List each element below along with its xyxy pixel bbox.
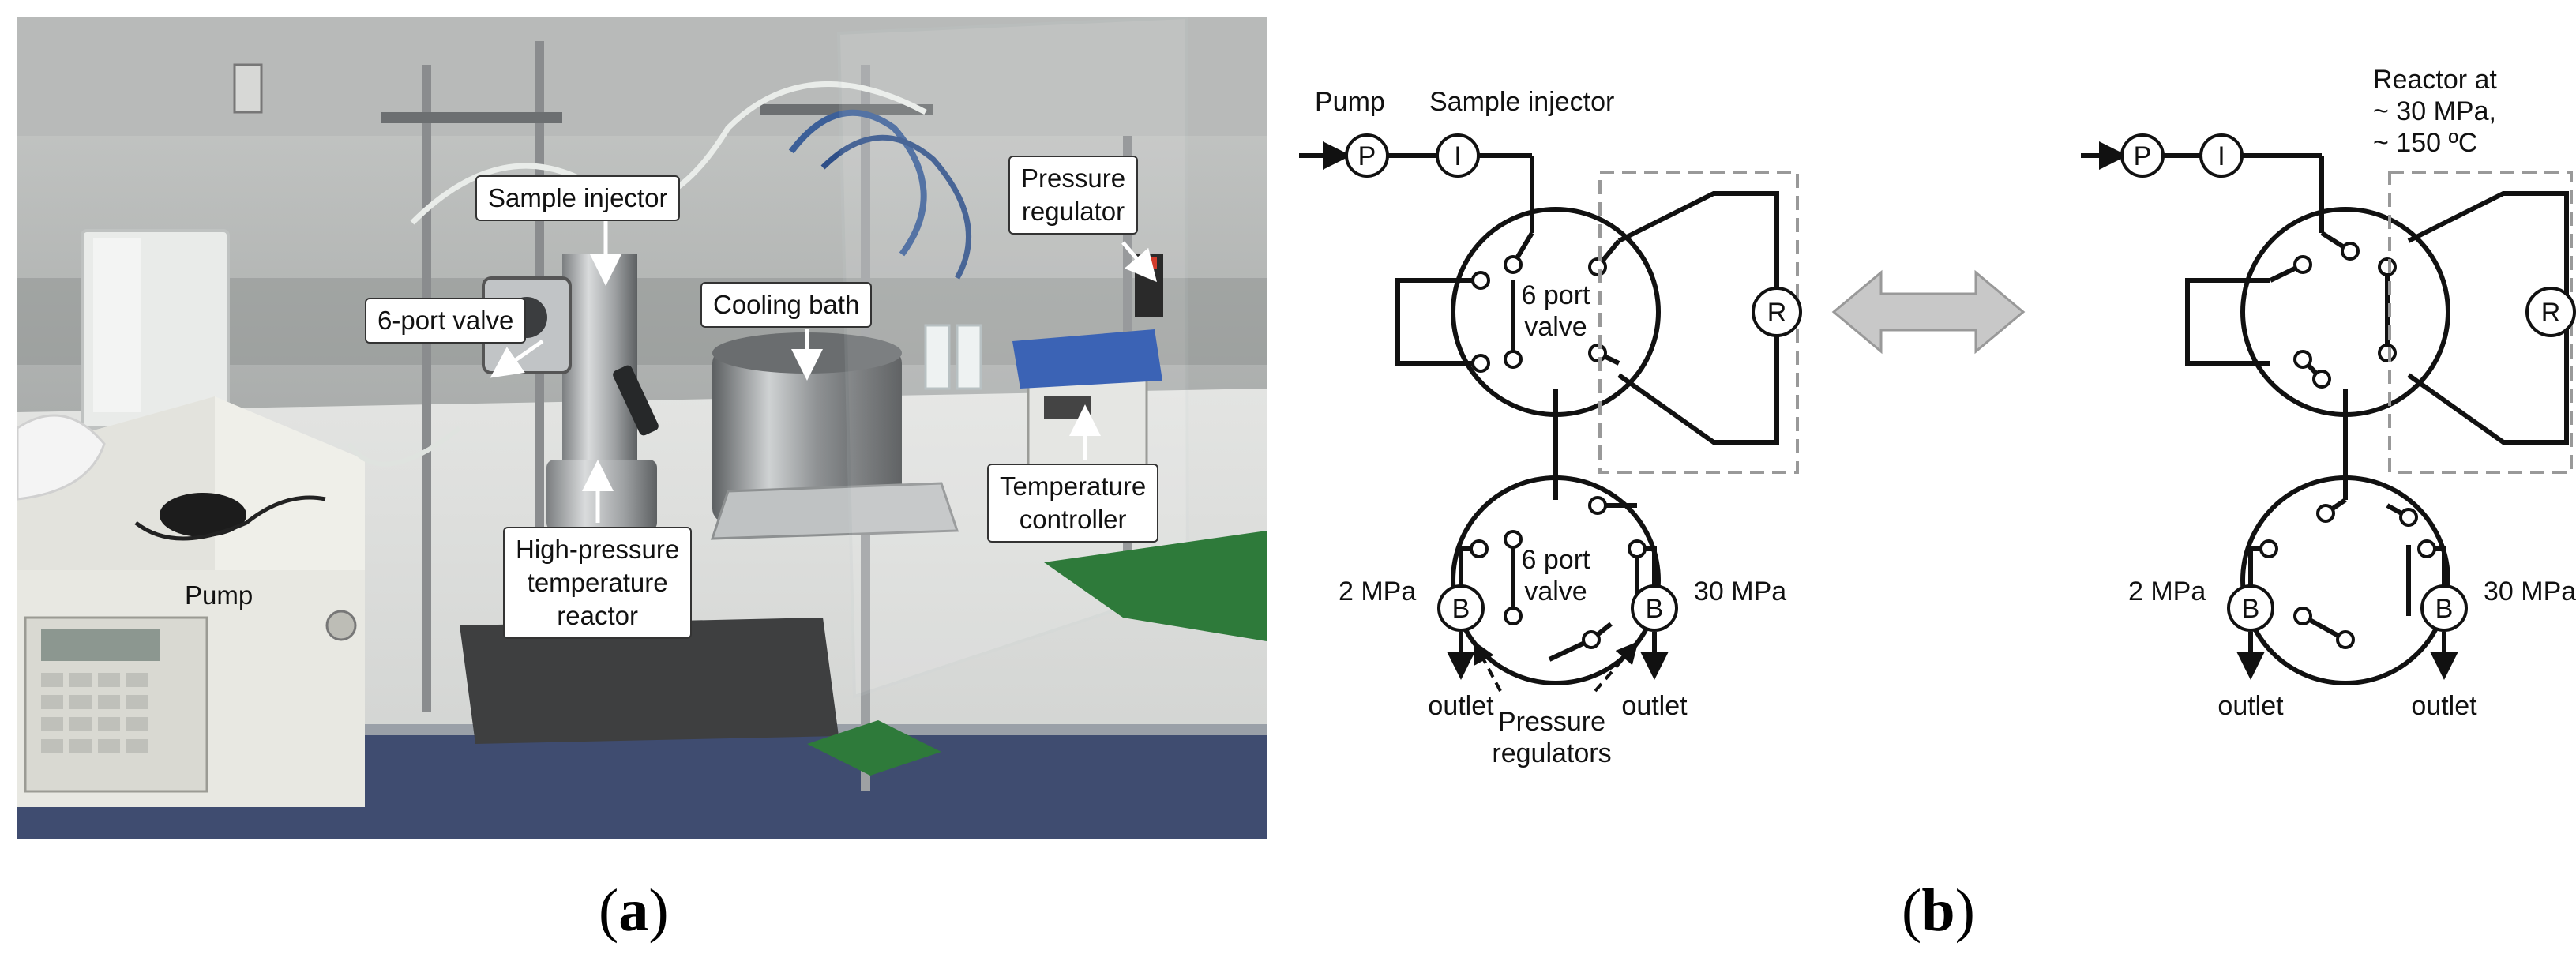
- regulator-high-left: [1631, 584, 1678, 632]
- reactor-symbol-left: [1752, 287, 1802, 337]
- regulator-pointer-low: [1474, 640, 1502, 692]
- callout-pressure-regulator: Pressure regulator: [1008, 156, 1139, 235]
- pump-letter-right: P: [2134, 141, 2152, 171]
- upper-valve-label-2: valve: [1524, 312, 1587, 342]
- outlet-low-right: outlet: [2217, 691, 2284, 721]
- upper-valve-label-1: 6 port: [1522, 280, 1590, 310]
- panel-a-label: (a): [599, 877, 669, 945]
- panel-a-close-paren: ): [648, 877, 669, 944]
- callout-cooling-bath: Cooling bath: [700, 282, 873, 328]
- panel-a-letter: a: [618, 877, 649, 944]
- lab-photo-drawing: [17, 17, 1267, 839]
- arrow-pressure-regulator: [1121, 241, 1158, 283]
- lower-valve-label-1: 6 port: [1522, 545, 1590, 575]
- outlet-low-left: outlet: [1428, 691, 1494, 721]
- injector-label-left: Sample injector: [1429, 87, 1614, 117]
- injector-letter-left: I: [1454, 141, 1461, 171]
- reactor-note-2: ~ 30 MPa,: [2373, 96, 2496, 126]
- switch-arrow: [1831, 269, 2026, 355]
- regulator-low-letter-left: B: [1452, 594, 1470, 624]
- callout-pump: Pump: [185, 580, 253, 610]
- reactor-letter-left: R: [1767, 298, 1787, 328]
- reactor-note-3: ~ 150 ºC: [2373, 128, 2477, 158]
- regulator-high-letter-left: B: [1646, 594, 1664, 624]
- regulator-pointer-high: [1594, 640, 1639, 693]
- outlet-high-left: outlet: [1621, 691, 1688, 721]
- panel-b-open-paren: (: [1902, 877, 1922, 944]
- high-pressure-left: 30 MPa: [1694, 577, 1786, 607]
- pump-letter-left: P: [1358, 141, 1376, 171]
- low-pressure-right: 2 MPa: [2128, 577, 2206, 607]
- panel-b-letter: b: [1921, 877, 1955, 944]
- regulator-low-letter-right: B: [2242, 594, 2260, 624]
- left-upper-ports: [1471, 255, 1607, 373]
- reactor-letter-right: R: [2541, 298, 2561, 328]
- reactor-box-left: [1598, 171, 1799, 474]
- arrow-six-port-valve: [490, 339, 544, 378]
- callout-sample-injector: Sample injector: [475, 175, 681, 221]
- low-pressure-left: 2 MPa: [1339, 577, 1416, 607]
- left-schematic: [1299, 141, 1779, 685]
- lab-photo: Sample injector 6-port valve Cooling bat…: [17, 17, 1267, 839]
- panel-a-open-paren: (: [599, 877, 619, 944]
- callout-arrows: [490, 219, 1158, 523]
- right-upper-ports: [2293, 242, 2397, 389]
- injector-symbol-left: [1436, 133, 1480, 178]
- schematic-drawing: Pump Sample injector P I 6 port valve 6 …: [1299, 65, 2576, 768]
- callout-reactor: High-pressure temperature reactor: [503, 527, 693, 639]
- callout-six-port-valve: 6-port valve: [365, 298, 527, 344]
- reactor-symbol-right: [2525, 287, 2576, 337]
- injector-letter-right: I: [2217, 141, 2225, 171]
- right-lower-ports: [2259, 504, 2436, 649]
- high-pressure-right: 30 MPa: [2484, 577, 2576, 607]
- regulator-high-letter-right: B: [2435, 594, 2454, 624]
- regulators-label-2: regulators: [1492, 738, 1611, 768]
- left-lower-ports: [1470, 496, 1647, 649]
- flow-schematic: Pump Sample injector P I 6 port valve 6 …: [1271, 0, 2576, 869]
- pump-label-left: Pump: [1315, 87, 1385, 117]
- panel-b-label: (b): [1902, 877, 1975, 945]
- regulator-high-right: [2420, 584, 2468, 632]
- regulator-low-right: [2227, 584, 2274, 632]
- reactor-note-1: Reactor at: [2373, 65, 2497, 95]
- regulator-low-left: [1437, 584, 1485, 632]
- panel-b-close-paren: ): [1955, 877, 1975, 944]
- lower-valve-label-2: valve: [1524, 577, 1587, 607]
- callout-temperature-controller: Temperature controller: [987, 464, 1159, 543]
- injector-symbol-right: [2199, 133, 2244, 178]
- outlet-high-right: outlet: [2411, 691, 2477, 721]
- regulators-label-1: Pressure: [1498, 707, 1605, 737]
- pump-symbol-right: [2120, 133, 2165, 178]
- pump-symbol-left: [1345, 133, 1389, 178]
